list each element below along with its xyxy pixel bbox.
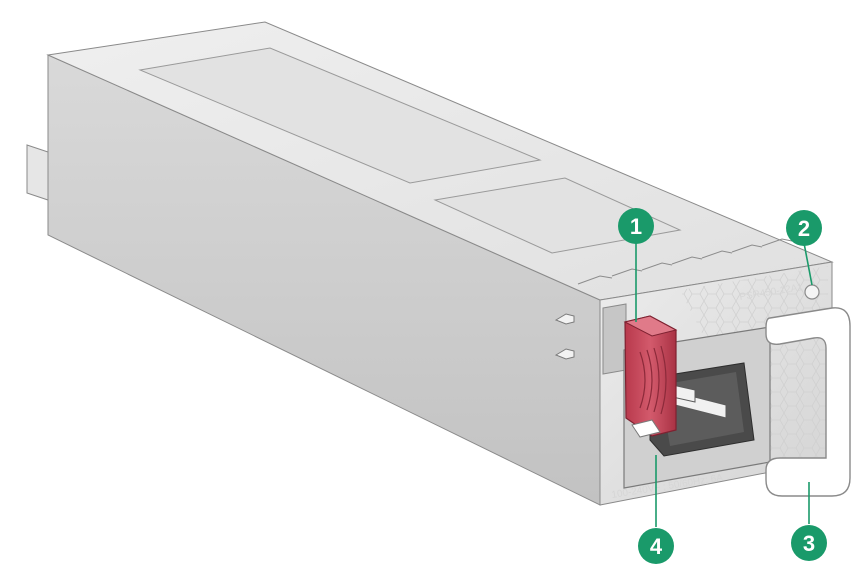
callout-3-number: 3 bbox=[803, 531, 815, 556]
leader-lines bbox=[635, 242, 813, 527]
handle bbox=[765, 307, 851, 497]
callout-1-number: 1 bbox=[630, 214, 642, 239]
callout-2-number: 2 bbox=[798, 216, 810, 241]
vent-slots bbox=[577, 238, 793, 285]
callout-3: 3 bbox=[791, 525, 827, 561]
side-marker-2 bbox=[554, 348, 575, 360]
latch bbox=[623, 315, 678, 438]
top-label-panel-2 bbox=[433, 177, 682, 254]
callout-4: 4 bbox=[638, 528, 674, 564]
callout-2: 2 bbox=[786, 210, 822, 246]
latch-slot bbox=[602, 303, 627, 375]
status-led bbox=[804, 284, 820, 300]
callout-4-number: 4 bbox=[650, 534, 663, 559]
top-label-panel-1 bbox=[138, 47, 542, 184]
callout-1: 1 bbox=[618, 208, 654, 244]
mounting-tab bbox=[26, 144, 49, 201]
side-marker-1 bbox=[554, 313, 575, 325]
